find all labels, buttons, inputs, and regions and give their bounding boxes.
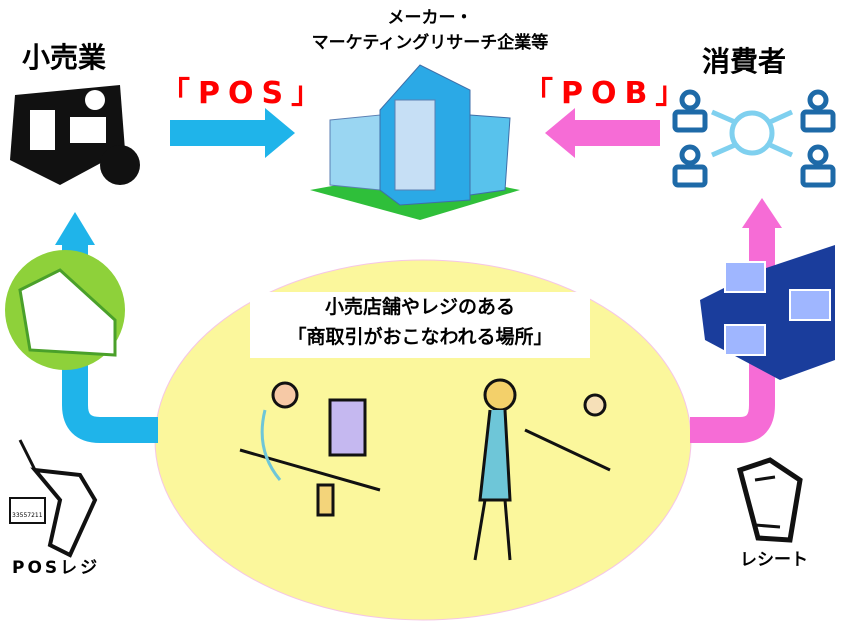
receipt-caption: レシート bbox=[740, 550, 808, 570]
marketplace-caption: 小売店舗やレジのある 「商取引がおこなわれる場所」 bbox=[250, 292, 590, 358]
store-icon bbox=[10, 85, 140, 185]
blue-flow-arrow bbox=[62, 240, 158, 443]
retail-title: 小売業 bbox=[22, 41, 107, 74]
center-line1: 小売店舗やレジのある bbox=[324, 296, 515, 318]
barcode-digits: 33557211 bbox=[12, 512, 43, 519]
building-icon bbox=[310, 64, 520, 220]
maker-line1: メーカー・ bbox=[387, 8, 473, 28]
pos-arrow bbox=[170, 108, 295, 158]
cashier-illustration bbox=[239, 381, 381, 517]
pink-arrow-head bbox=[742, 198, 782, 228]
center-line2: 「商取引がおこなわれる場所」 bbox=[287, 326, 553, 348]
maker-line2: マーケティングリサーチ企業等 bbox=[311, 33, 549, 53]
pos-register-caption: POSレジ bbox=[12, 558, 101, 578]
pob-arrow bbox=[545, 108, 660, 158]
receipt-icon bbox=[736, 457, 803, 543]
consumer-network-icon bbox=[672, 89, 836, 188]
blue-arrow-head bbox=[55, 212, 95, 245]
pink-flow-arrow bbox=[690, 225, 775, 443]
barcode-scanner-icon bbox=[9, 439, 98, 558]
smiley-faces-icon bbox=[700, 245, 835, 380]
cash-register-icon bbox=[5, 250, 125, 370]
pob-label: 「POB」 bbox=[523, 76, 694, 111]
maker-title: メーカー・ マーケティングリサーチ企業等 bbox=[250, 6, 610, 56]
pos-label: 「POS」 bbox=[160, 76, 330, 111]
customer-illustration bbox=[473, 378, 611, 561]
consumer-title: 消費者 bbox=[702, 45, 787, 78]
